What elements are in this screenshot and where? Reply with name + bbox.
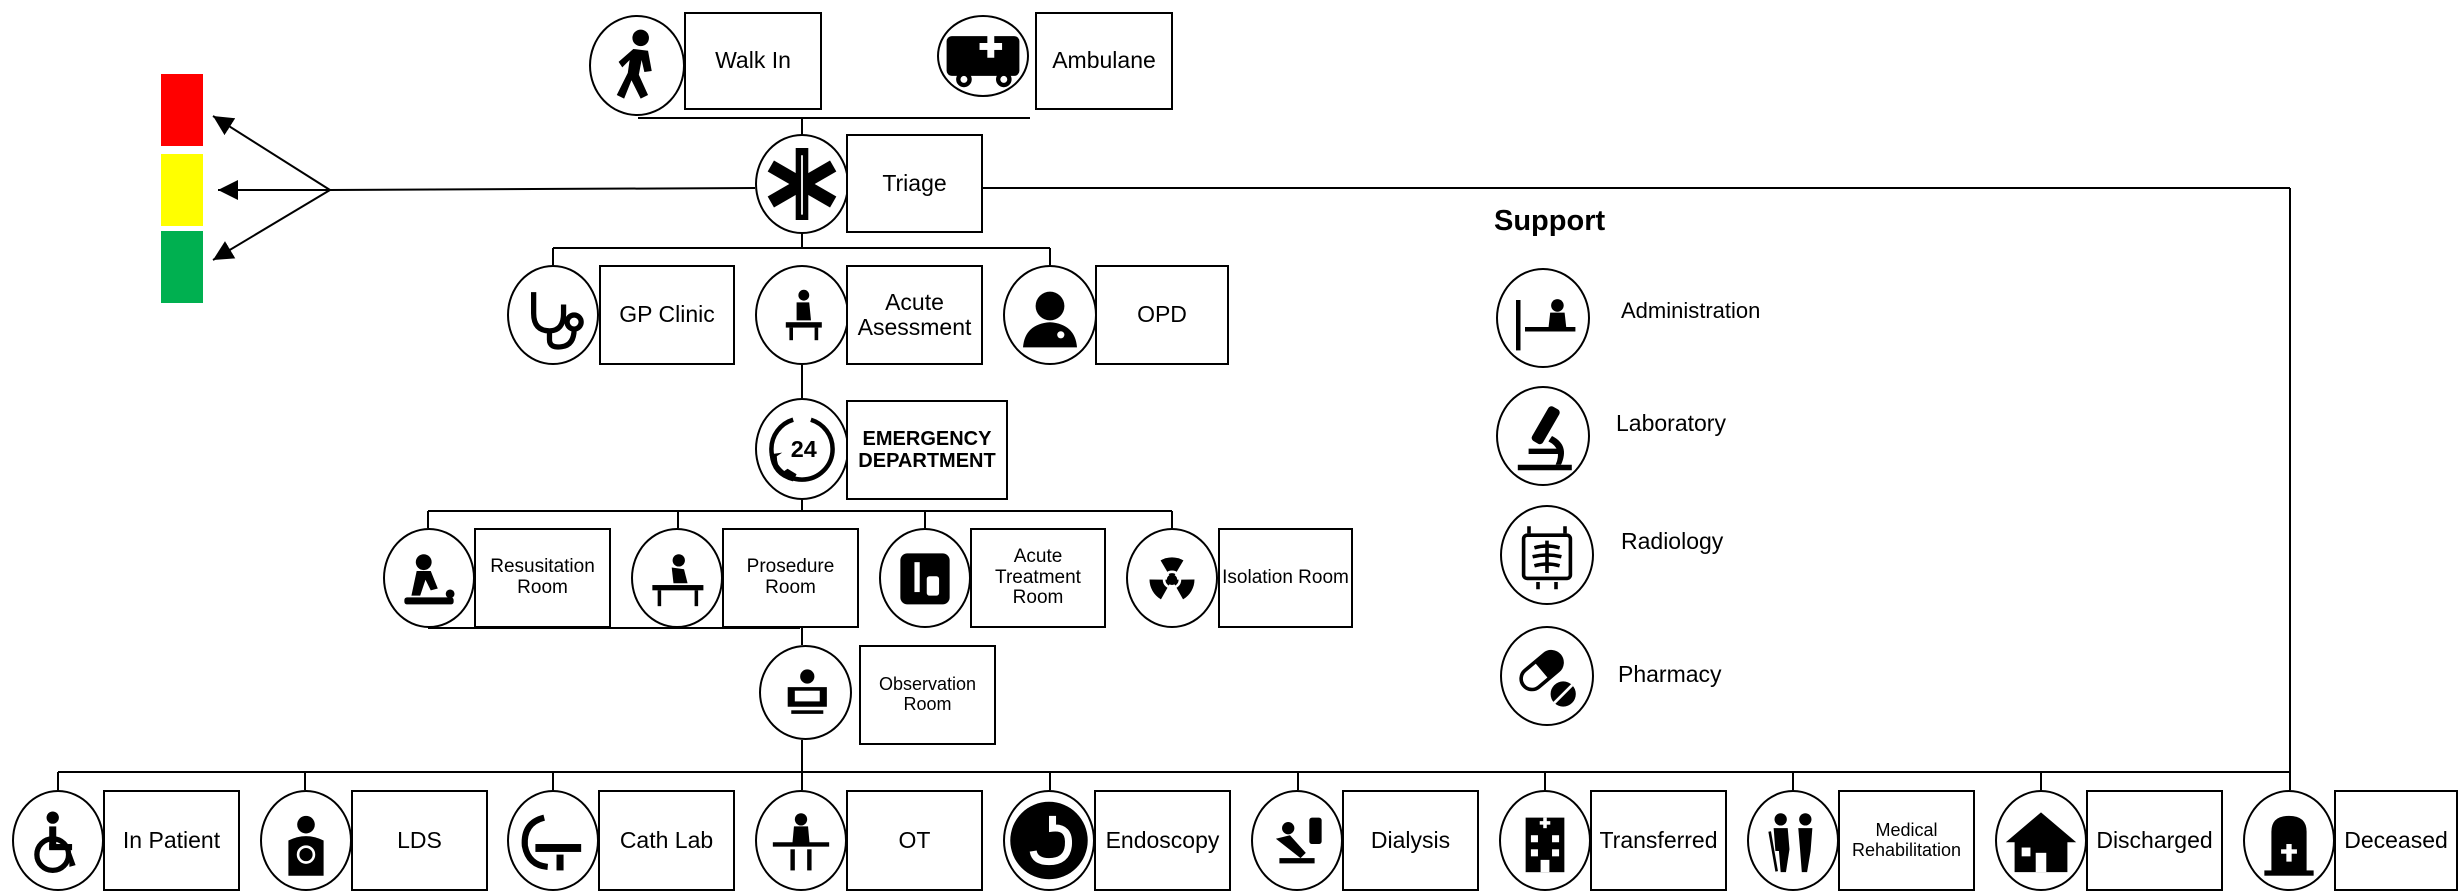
home-icon xyxy=(1995,790,2087,891)
svg-text:24: 24 xyxy=(791,436,817,462)
gravestone-icon xyxy=(2243,790,2335,891)
outcome-label: Medical Rehabilitation xyxy=(1838,790,1975,891)
acute-assessment-label: Acute Asessment xyxy=(846,265,983,365)
outcome-label: Transferred xyxy=(1590,790,1727,891)
support-item-laboratory: Laboratory xyxy=(1616,410,1726,436)
outcome-label: Endoscopy xyxy=(1094,790,1231,891)
operating-theatre-icon xyxy=(755,790,847,891)
maternity-icon xyxy=(260,790,352,891)
star-of-life-icon xyxy=(755,134,849,234)
cath-lab-icon xyxy=(507,790,599,891)
stethoscope-icon xyxy=(507,265,599,365)
pills-icon xyxy=(1500,626,1594,726)
microscope-icon xyxy=(1496,386,1590,486)
ambulance-label: Ambulane xyxy=(1035,12,1173,110)
procedure-room-label: Prosedure Room xyxy=(722,528,859,628)
observation-room-label: Observation Room xyxy=(859,645,996,745)
procedure-table-icon xyxy=(631,528,723,628)
observation-monitor-icon xyxy=(759,645,852,740)
resuscitation-room-label: Resusitation Room xyxy=(474,528,611,628)
support-item-pharmacy: Pharmacy xyxy=(1618,661,1722,687)
support-title: Support xyxy=(1494,205,1606,237)
support-item-radiology: Radiology xyxy=(1621,528,1724,554)
wheelchair-icon xyxy=(12,790,104,891)
outcome-label: Cath Lab xyxy=(598,790,735,891)
medicine-vial-icon xyxy=(879,528,971,628)
gp-clinic-label: GP Clinic xyxy=(599,265,735,365)
ambulance-icon xyxy=(937,15,1029,97)
support-item-administration: Administration xyxy=(1621,298,1761,323)
endoscopy-stomach-icon xyxy=(1003,790,1095,891)
administration-icon xyxy=(1496,268,1590,368)
triage-red-swatch xyxy=(161,74,203,146)
triage-green-swatch xyxy=(161,231,203,303)
walk-in-icon xyxy=(589,15,685,116)
acute-treatment-room-label: Acute Treatment Room xyxy=(970,528,1106,628)
outcome-label: In Patient xyxy=(103,790,240,891)
isolation-room-label: Isolation Room xyxy=(1218,528,1353,628)
triage-label: Triage xyxy=(846,134,983,233)
walk-in-label: Walk In xyxy=(684,12,822,110)
outcome-label: Discharged xyxy=(2086,790,2223,891)
triage-yellow-swatch xyxy=(161,154,203,226)
emergency-department-label: EMERGENCY DEPARTMENT xyxy=(846,400,1008,500)
radiation-icon xyxy=(1126,528,1218,628)
doctor-icon xyxy=(1003,265,1097,365)
cpr-icon xyxy=(383,528,475,628)
rehabilitation-icon xyxy=(1747,790,1839,891)
outcome-label: OT xyxy=(846,790,983,891)
outcome-label: LDS xyxy=(351,790,488,891)
xray-icon xyxy=(1500,505,1594,605)
opd-label: OPD xyxy=(1095,265,1229,365)
emergency-24h-phone-icon: 24 xyxy=(755,398,849,500)
outcome-label: Dialysis xyxy=(1342,790,1479,891)
patient-examination-icon xyxy=(755,265,849,365)
outcome-label: Deceased xyxy=(2334,790,2458,891)
hospital-building-icon xyxy=(1499,790,1591,891)
dialysis-chair-icon xyxy=(1251,790,1343,891)
